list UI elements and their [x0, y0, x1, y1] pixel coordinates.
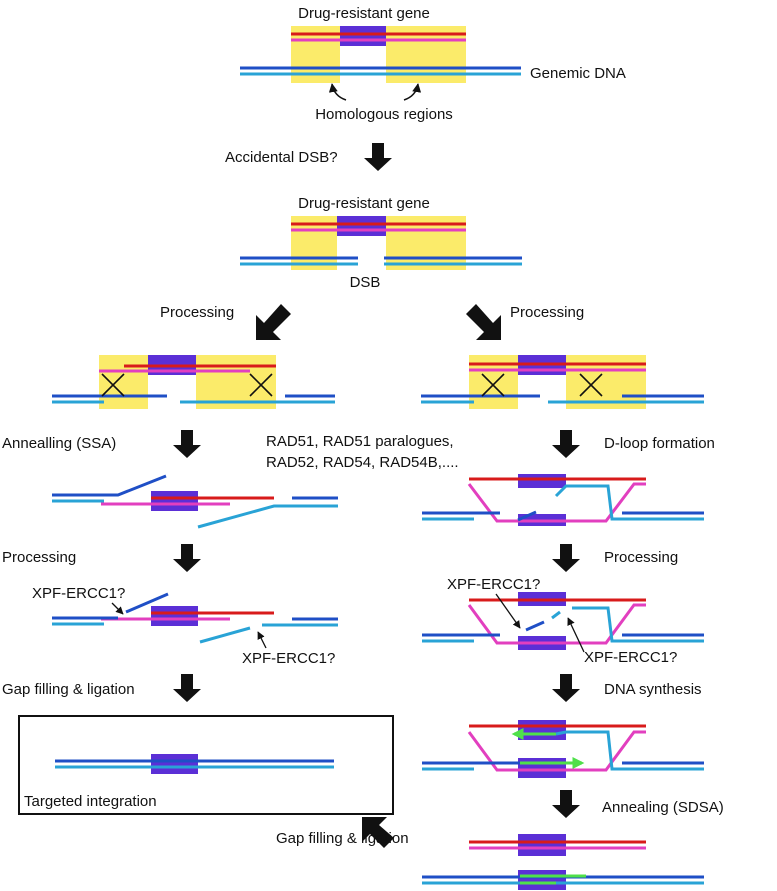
cross-icon: [249, 373, 273, 397]
flap-blue: [125, 592, 169, 614]
stage-left-ssa: [52, 474, 338, 529]
cleaved-flap-blue: [525, 620, 545, 632]
donor-pink-strand: [467, 603, 646, 645]
homology-region-left: [99, 355, 148, 409]
arrow-down-icon: [364, 143, 392, 171]
arrow-down-icon: [173, 544, 201, 572]
label-annealing-sdsa: Annealing (SDSA): [602, 799, 724, 816]
arrow-down-icon: [173, 430, 201, 458]
label-homologous-regions: Homologous regions: [315, 106, 453, 123]
pointer-arrow: [111, 602, 124, 615]
stage-dsb: Drug-resistant gene DSB: [240, 195, 522, 291]
stage-right-dna-synthesis: [422, 720, 704, 778]
gene-box-top: [518, 720, 566, 740]
label-gap-filling-bottom: Gap filling & ligation: [276, 830, 409, 847]
pointer-arrow: [257, 631, 267, 649]
stage-right-sdsa: [422, 834, 704, 890]
label-gap-filling-left: Gap filling & ligation: [2, 681, 135, 698]
label-processing-right: Processing: [510, 304, 584, 321]
homology-pointer-right: [403, 83, 422, 101]
cleaved-flap-light: [551, 610, 561, 620]
stage-left-ssa-processed: XPF-ERCC1? XPF-ERCC1?: [32, 585, 338, 667]
label-xpf-ercc1: XPF-ERCC1?: [584, 649, 677, 666]
gene-box: [151, 754, 198, 774]
label-xpf-ercc1: XPF-ERCC1?: [447, 576, 540, 593]
label-targeted-integration: Targeted integration: [24, 793, 157, 810]
label-xpf-ercc1: XPF-ERCC1?: [242, 650, 335, 667]
gene-box: [340, 26, 386, 46]
homology-region-right: [196, 355, 276, 409]
result-targeted-integration: Targeted integration: [18, 715, 394, 815]
stage-right-dloop-processed: XPF-ERCC1? XPF-ERCC1?: [422, 576, 704, 666]
label-processing-right2: Processing: [604, 549, 678, 566]
arrow-down-icon: [552, 430, 580, 458]
label-xpf-ercc1: XPF-ERCC1?: [32, 585, 125, 602]
label-annealling-ssa: Annealling (SSA): [2, 435, 116, 452]
arrow-down-icon: [173, 674, 201, 702]
label-drug-resistant-gene: Drug-resistant gene: [298, 5, 430, 22]
stage-left-resection: [52, 355, 335, 409]
gene-box: [151, 606, 198, 626]
label-rad-proteins-line2: RAD52, RAD54, RAD54B,....: [266, 454, 459, 471]
genomic-light-right: [554, 484, 704, 521]
stage-right-resection: [421, 355, 704, 409]
label-dloop-formation: D-loop formation: [604, 435, 715, 452]
label-accidental-dsb: Accidental DSB?: [225, 149, 338, 166]
label-dsb: DSB: [350, 274, 381, 291]
label-processing-left: Processing: [160, 304, 234, 321]
stage-right-dloop: [422, 474, 704, 526]
genomic-light-right: [572, 606, 704, 643]
donor-pink-strand: [467, 730, 646, 772]
cross-icon: [101, 373, 125, 397]
genomic-light-right: [197, 504, 338, 529]
stage-genomic-dna: Drug-resistant gene Genemic DNA Homologo…: [240, 5, 626, 123]
gene-box-top: [518, 474, 566, 488]
pointer-arrow: [567, 617, 585, 653]
pointer-arrow: [495, 593, 521, 629]
arrow-down-icon: [552, 674, 580, 702]
result-box: [18, 715, 394, 815]
label-rad-proteins-line1: RAD51, RAD51 paralogues,: [266, 433, 454, 450]
gene-box-bottom: [518, 758, 566, 778]
cross-icon: [481, 373, 505, 397]
gene-box-bottom: [518, 870, 566, 890]
cross-icon: [579, 373, 603, 397]
arrow-up-left-icon: [362, 817, 394, 848]
arrow-down-icon: [552, 790, 580, 818]
arrow-down-icon: [552, 544, 580, 572]
homology-pointer-left: [328, 83, 347, 101]
genomic-light-right: [555, 730, 704, 771]
gene-box-top: [518, 834, 566, 856]
genomic-blue-left: [52, 474, 167, 497]
gene-box: [337, 216, 386, 236]
invading-blue-end: [517, 510, 537, 522]
arrow-down-left-icon: [256, 304, 291, 340]
label-processing-left2: Processing: [2, 549, 76, 566]
arrow-down-right-icon: [466, 304, 501, 340]
label-genomic-dna: Genemic DNA: [530, 65, 626, 82]
flap-light: [199, 626, 251, 644]
gene-box: [151, 491, 198, 511]
label-dna-synthesis: DNA synthesis: [604, 681, 702, 698]
label-drug-resistant-gene: Drug-resistant gene: [298, 195, 430, 212]
